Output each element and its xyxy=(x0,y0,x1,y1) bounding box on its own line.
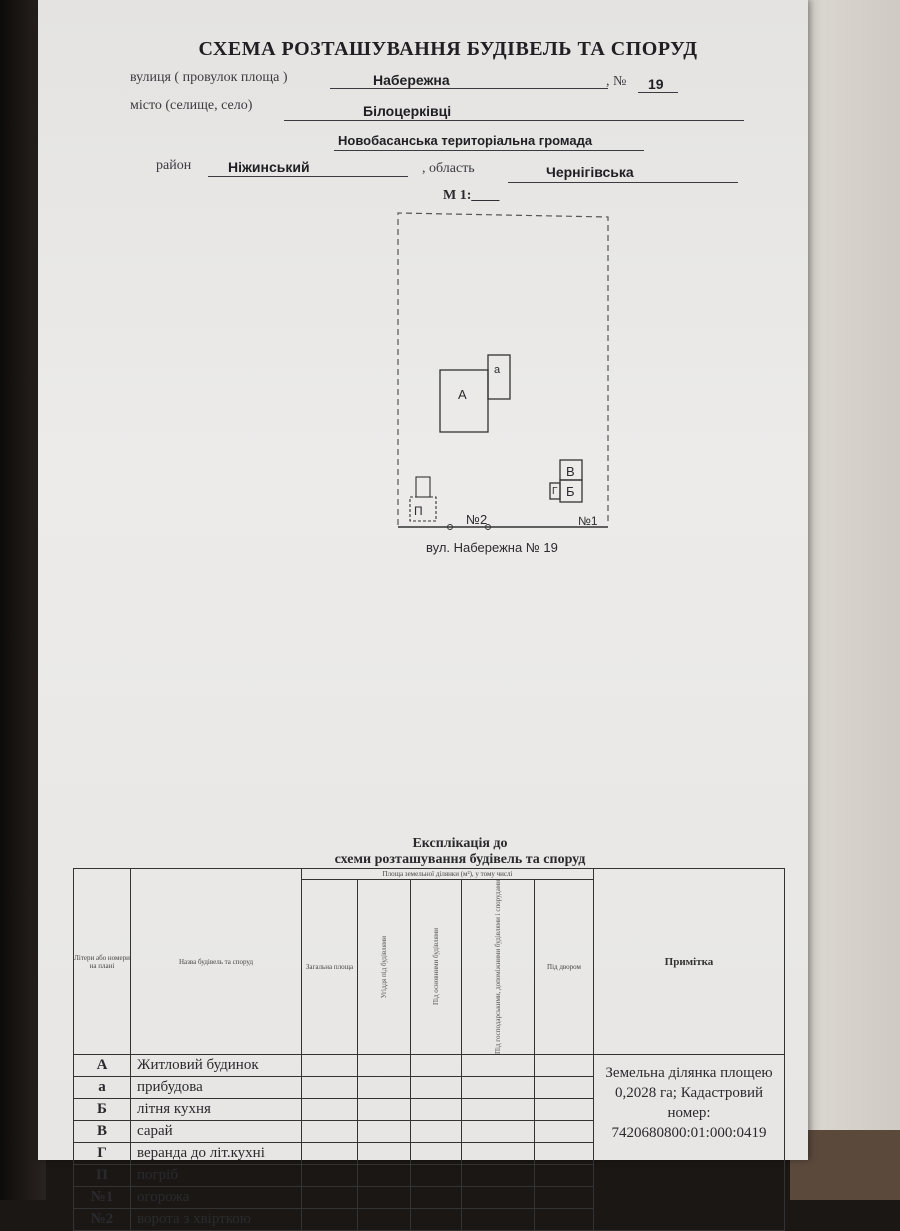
plan-label-a-addition: а xyxy=(494,364,501,376)
explication-title-1: Експлікація до xyxy=(412,836,508,851)
plan-label-p: П xyxy=(414,504,423,518)
number-value: 19 xyxy=(648,76,664,92)
header-main: Під основними будівлями xyxy=(410,879,462,1055)
plan-label-a-house: А xyxy=(458,387,467,402)
next-page-edge xyxy=(790,0,900,1200)
plan-label-fence: №1 xyxy=(578,514,598,528)
header-note: Примітка xyxy=(593,868,785,1055)
table-row: А Житловий будинок Земельна ділянка площ… xyxy=(73,1054,785,1231)
district-label: район xyxy=(156,158,192,173)
document-sheet: СХЕМА РОЗТАШУВАННЯ БУДІВЕЛЬ ТА СПОРУД ву… xyxy=(38,0,808,1231)
header-code: Літери або номери на плані xyxy=(73,868,131,1055)
street-value: Набережна xyxy=(373,72,450,88)
building-a-addition xyxy=(487,354,511,400)
street-caption: вул. Набережна № 19 xyxy=(426,540,558,555)
header-built: Угіддя під будівлями xyxy=(357,879,411,1055)
header-area-group: Площа земельної ділянки (м²), у тому чис… xyxy=(301,868,594,880)
explication-table: Літери або номери на плані Назва будівел… xyxy=(73,868,785,1231)
document-title: СХЕМА РОЗТАШУВАННЯ БУДІВЕЛЬ ТА СПОРУД xyxy=(198,38,698,60)
plan-label-gate: №2 xyxy=(466,512,488,527)
scale-label: М 1:____ xyxy=(443,188,500,203)
region-value: Чернігівська xyxy=(546,164,634,180)
city-label: місто (селище, село) xyxy=(130,98,253,113)
building-a xyxy=(439,369,489,433)
plan-label-b: Б xyxy=(566,484,575,499)
building-g xyxy=(549,482,561,500)
region-label: , область xyxy=(422,161,475,176)
site-plan xyxy=(397,212,609,530)
plan-label-g: Г xyxy=(552,486,558,497)
building-p xyxy=(409,496,437,522)
city-value: Білоцерківці xyxy=(363,103,452,119)
header-name: Назва будівель та споруд xyxy=(130,868,302,1055)
header-yard: Під двором xyxy=(534,879,594,1055)
table-surface xyxy=(790,1130,900,1200)
community-value: Новобасанська територіальна громада xyxy=(338,133,593,148)
table-row: а прибудова xyxy=(73,1076,785,1099)
street-label: вулиця ( провулок площа ) xyxy=(130,70,288,85)
note-cell: Земельна ділянка площею 0,2028 га; Кадас… xyxy=(593,1054,785,1231)
header-total: Загальна площа xyxy=(301,879,358,1055)
plan-label-v: В xyxy=(566,464,575,479)
number-label: , № xyxy=(606,74,627,89)
explication-title-2: схеми розташування будівель та споруд xyxy=(334,852,586,867)
district-value: Ніжинський xyxy=(228,159,310,175)
header-aux: Під господарськими, допоміжними будівлям… xyxy=(461,879,535,1055)
